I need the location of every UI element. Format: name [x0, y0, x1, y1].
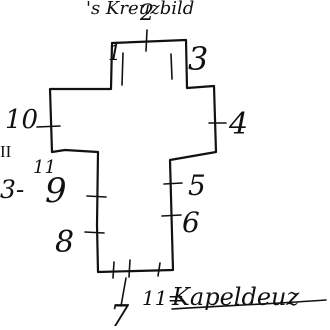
- tick-7a: [113, 262, 114, 278]
- station-9-label: 9: [45, 171, 67, 211]
- tick-10: [37, 126, 60, 127]
- tick-3: [171, 54, 172, 79]
- station-10-label: 10: [5, 105, 38, 135]
- left-prefix-label: 3-: [0, 175, 24, 204]
- roman-two-label: II: [0, 142, 12, 161]
- tick-5: [164, 183, 182, 184]
- station-7-label: 7: [110, 299, 130, 330]
- tick-1: [122, 53, 123, 85]
- station-1-label: 1: [108, 41, 121, 65]
- station-5-label: 5: [188, 169, 206, 202]
- tick-9: [87, 196, 106, 197]
- station-2-label: 2: [139, 1, 154, 26]
- tick-6: [162, 215, 181, 216]
- tick-2: [146, 30, 147, 51]
- station-labels: 2 1 3 10 4 II 11 3- 9 5 6 8 7 11= Kapeld…: [0, 1, 300, 330]
- tick-11: [158, 263, 160, 276]
- station-11-word: Kapeldeuz: [171, 283, 300, 311]
- station-4-label: 4: [228, 107, 248, 142]
- tick-8: [85, 232, 104, 233]
- station-3-label: 3: [188, 40, 208, 78]
- tick-7b: [129, 260, 130, 277]
- station-8-label: 8: [55, 225, 74, 260]
- station-6-label: 6: [182, 206, 200, 239]
